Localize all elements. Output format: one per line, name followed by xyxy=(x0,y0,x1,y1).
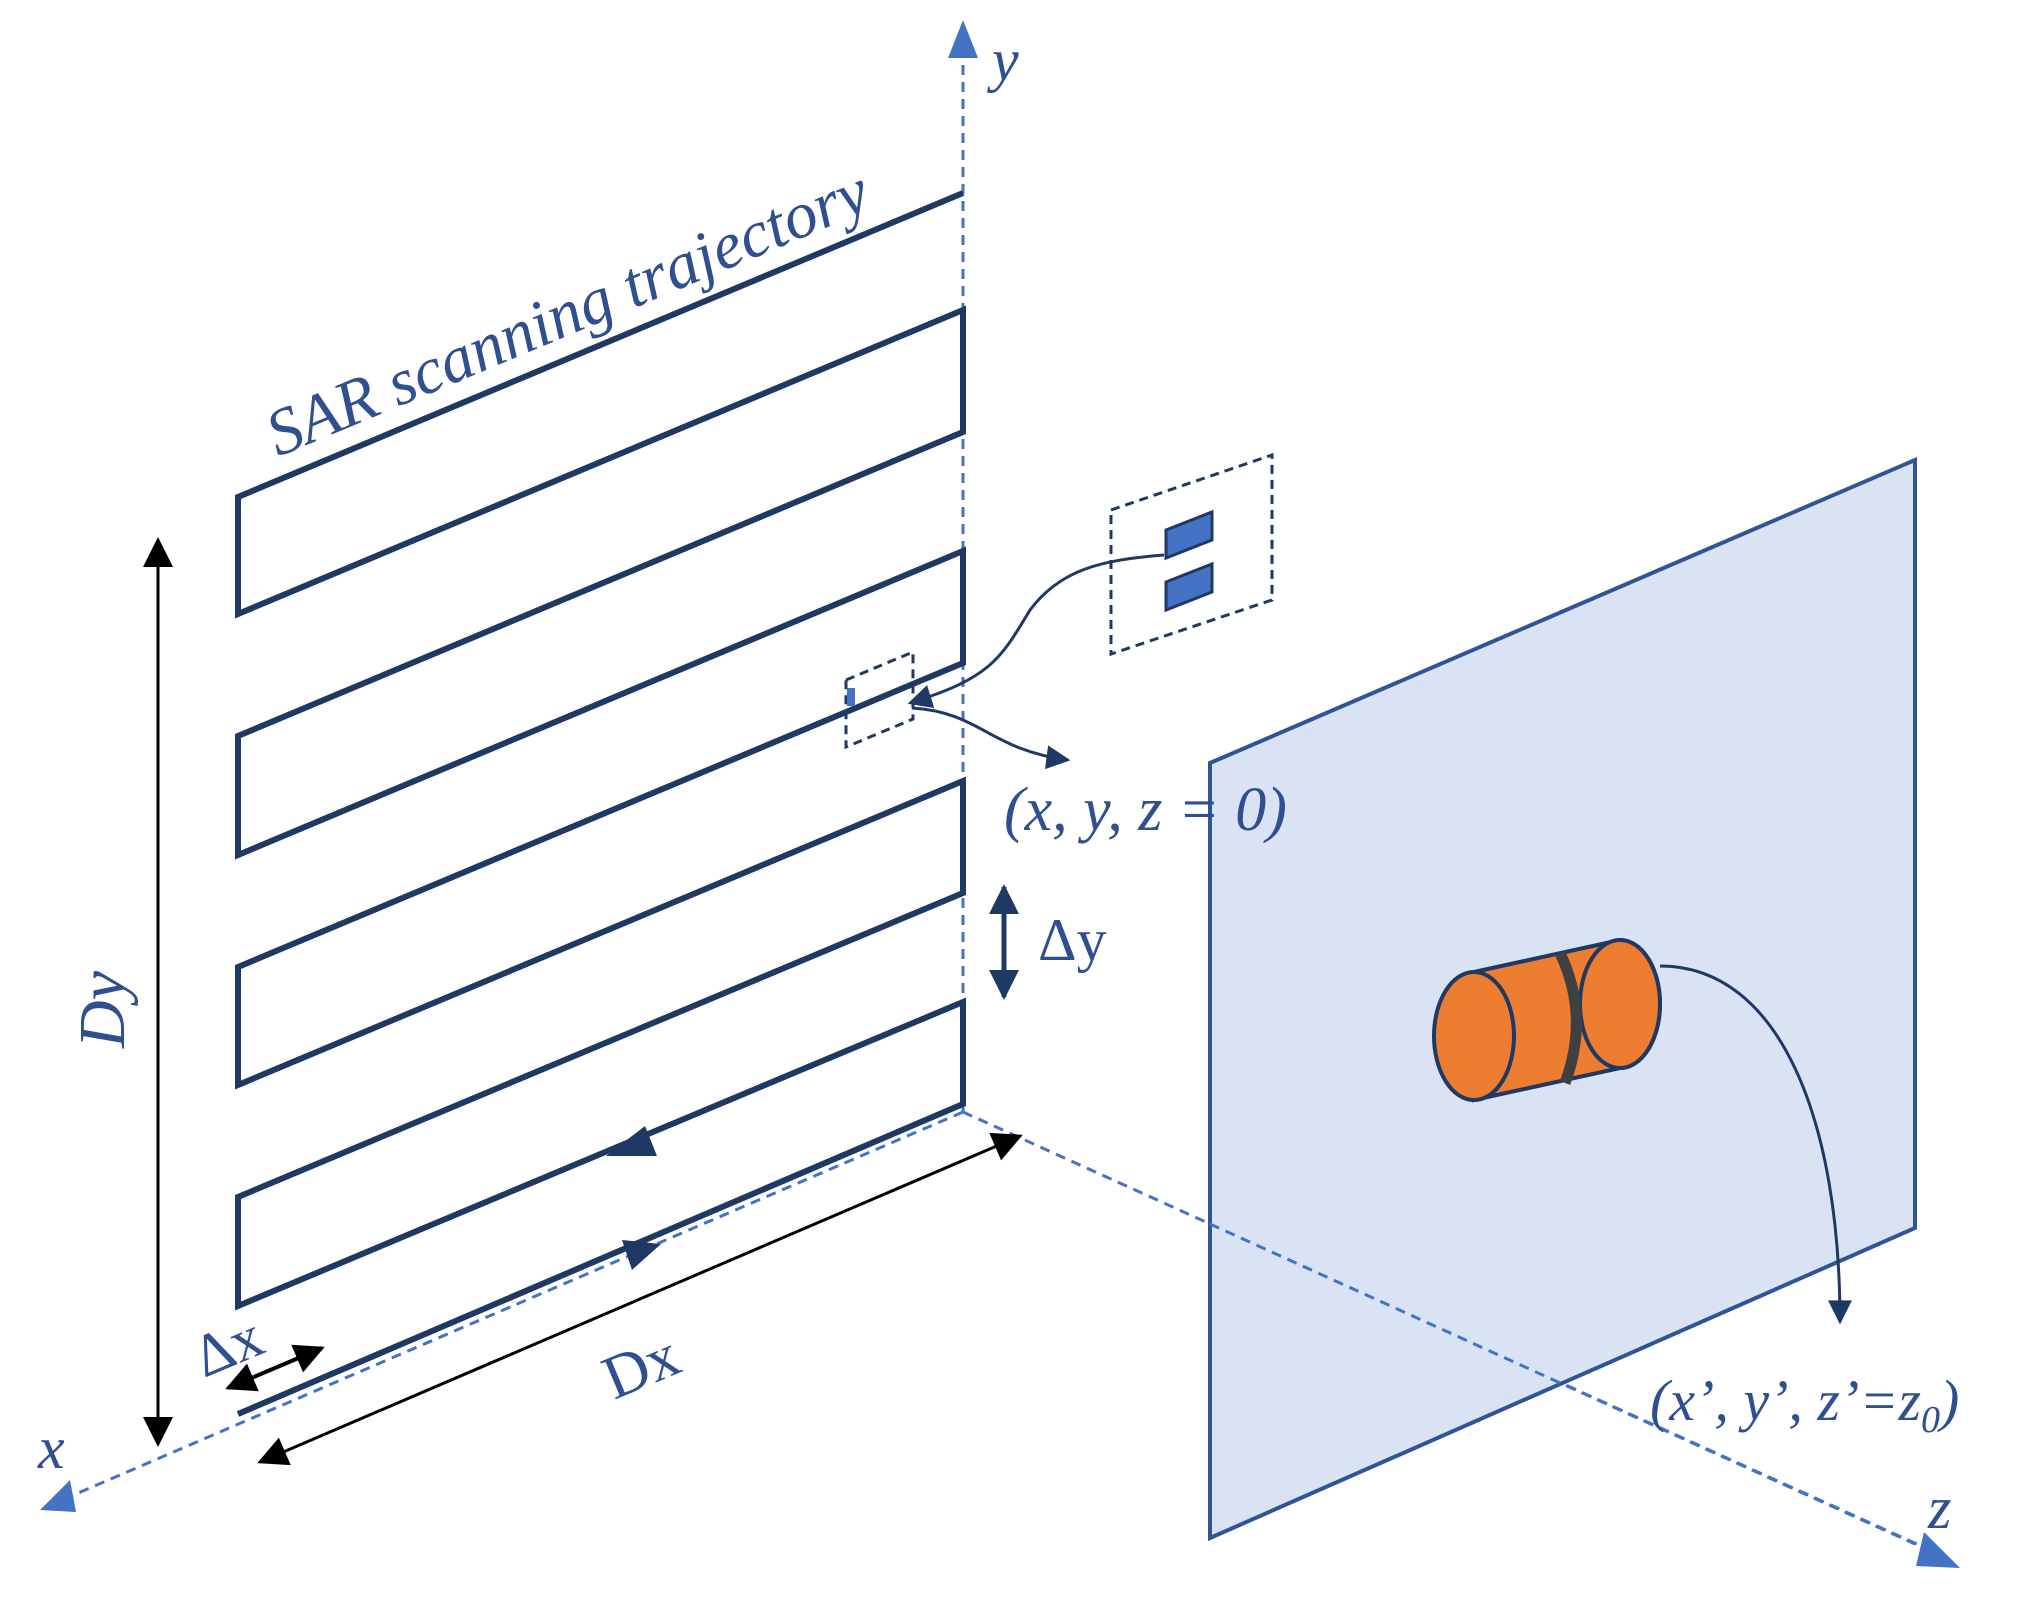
direction-arrow-right-icon xyxy=(622,1240,661,1270)
antenna-element-icon xyxy=(1109,452,1274,657)
y-axis-label: y xyxy=(986,27,1019,93)
dx-dimension-arrow xyxy=(257,1132,1023,1466)
z-axis-arrow-icon xyxy=(1916,1532,1960,1568)
antenna-position-marker xyxy=(847,688,855,706)
delta-y-label: Δy xyxy=(1038,907,1107,973)
trajectory-title: SAR scanning trajectory xyxy=(256,154,880,471)
z-axis-label: z xyxy=(1927,1475,1951,1541)
y-axis-arrow-icon xyxy=(948,20,978,58)
target-coordinate-label: (x’, y’, z’=z0) xyxy=(1650,1368,1959,1441)
delta-x-dimension-arrow xyxy=(225,1344,325,1392)
dx-label: Dx xyxy=(593,1321,689,1413)
scan-coordinate-label: (x, y, z = 0) xyxy=(1004,776,1287,844)
antenna-callout-line xyxy=(907,553,1165,709)
dy-label: Dy xyxy=(66,970,139,1049)
x-axis-label: x xyxy=(37,1415,65,1481)
x-axis-arrow-icon xyxy=(40,1480,76,1512)
x-axis-line xyxy=(61,1110,964,1502)
scan-coord-pointer-arrow xyxy=(911,706,1071,770)
antenna-position-box xyxy=(844,649,915,750)
cylinder-target-icon xyxy=(1432,937,1662,1103)
target-pointer-arrow xyxy=(1659,964,1852,1325)
